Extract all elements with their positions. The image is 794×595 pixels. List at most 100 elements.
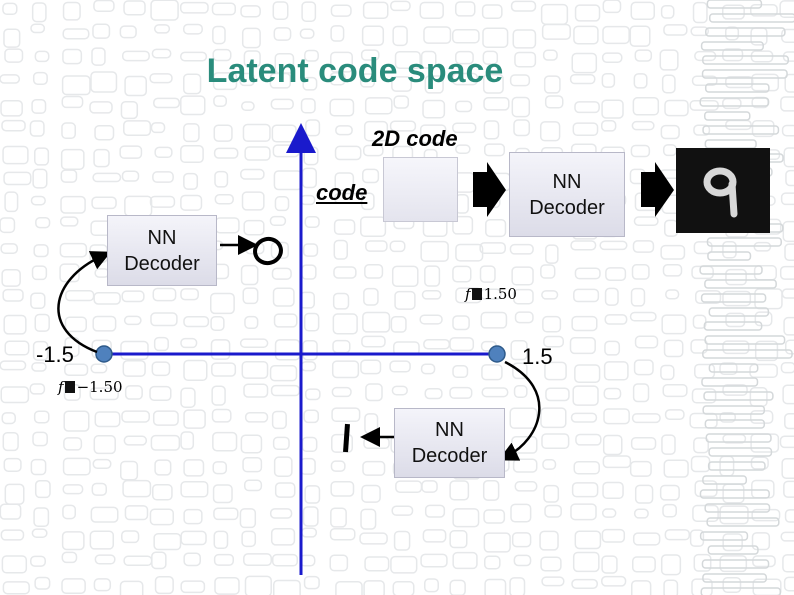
bg-shape [305,388,321,401]
bg-shape [419,124,447,144]
bg-strip [700,587,782,595]
bg-shape [601,72,616,88]
bg-shape [663,579,679,595]
bg-shape [601,119,617,132]
bg-shape [449,386,473,399]
bg-shape [602,455,632,469]
bg-shape [390,316,407,333]
bg-shape [271,553,299,567]
bg-shape [359,73,376,88]
bg-shape [179,1,209,14]
bg-shape [541,23,571,40]
bg-shape [725,26,740,41]
bg-shape [1,268,21,287]
code-label: code [316,180,368,205]
bg-shape [754,311,773,327]
bg-shape [509,243,534,255]
point-right[interactable] [488,345,506,363]
bg-shape [574,530,602,550]
bg-shape [692,1,708,24]
bg-shape [119,145,143,159]
bg-shape [183,73,202,95]
bg-shape [0,360,27,371]
bg-shape [634,484,654,504]
bg-shape [0,243,19,254]
bg-shape [121,290,145,303]
bg-shape [270,384,301,397]
bg-shape [34,50,50,63]
bg-shape [603,361,629,381]
bg-strip [704,419,766,429]
bg-shape [691,75,718,86]
bg-shape [693,553,712,572]
bg-shape [784,413,794,430]
bg-shape [452,551,478,570]
bg-shape [719,505,749,525]
bg-shape [153,336,169,352]
bg-shape [513,554,532,567]
bg-shape [61,75,91,96]
bg-shape [452,72,479,86]
bg-shape [422,99,446,119]
bg-shape [722,533,743,552]
bg-shape [483,120,500,140]
bg-shape [270,98,294,110]
bg-shape [61,578,86,594]
bg-shape [180,387,196,408]
bg-shape [725,268,747,286]
bg-shape [302,76,318,91]
bg-shape [514,51,537,68]
bg-shape [335,581,363,595]
bg-shape [241,101,255,112]
bg-shape [602,0,622,14]
bg-strip [700,293,767,303]
bg-shape [633,216,659,226]
bg-shape [240,434,263,454]
bg-shape [362,460,386,476]
bg-shape [301,1,317,22]
bg-shape [662,383,688,398]
tag-top-value: 1.50 [483,285,517,303]
bg-shape [513,119,531,137]
bg-shape [513,288,534,305]
bg-shape [419,1,444,19]
bg-shape [1,555,28,574]
bg-shape [212,48,232,62]
bg-shape [33,410,50,424]
bg-shape [484,578,507,595]
bg-shape [212,72,238,91]
bg-shape [59,216,79,227]
value-tag-left: f−1.50 [58,378,123,396]
bg-shape [571,482,599,498]
bg-shape [363,580,385,595]
bg-shape [543,484,560,503]
bg-shape [242,457,263,473]
bg-shape [362,144,384,157]
bg-shape [601,555,618,574]
bg-shape [571,52,598,74]
bg-shape [663,24,688,36]
bg-shape [543,75,561,94]
bg-shape [329,527,356,541]
bg-shape [180,145,204,164]
box-glyph [64,381,75,393]
bg-shape [214,170,229,188]
bg-shape [273,456,293,477]
bg-shape [725,312,746,328]
bg-shape [419,314,443,325]
bg-shape [452,29,480,44]
bg-shape [751,532,771,551]
bg-shape [691,388,717,404]
bg-shape [213,507,239,521]
bg-shape [152,287,177,302]
bg-shape [334,172,355,192]
bg-shape [540,264,556,279]
bg-shape [631,413,661,424]
bg-shape [273,313,298,328]
bg-shape [182,23,203,35]
bg-shape [183,123,200,143]
point-left[interactable] [95,345,113,363]
code-input-box[interactable] [383,157,458,222]
bg-shape [153,97,181,109]
